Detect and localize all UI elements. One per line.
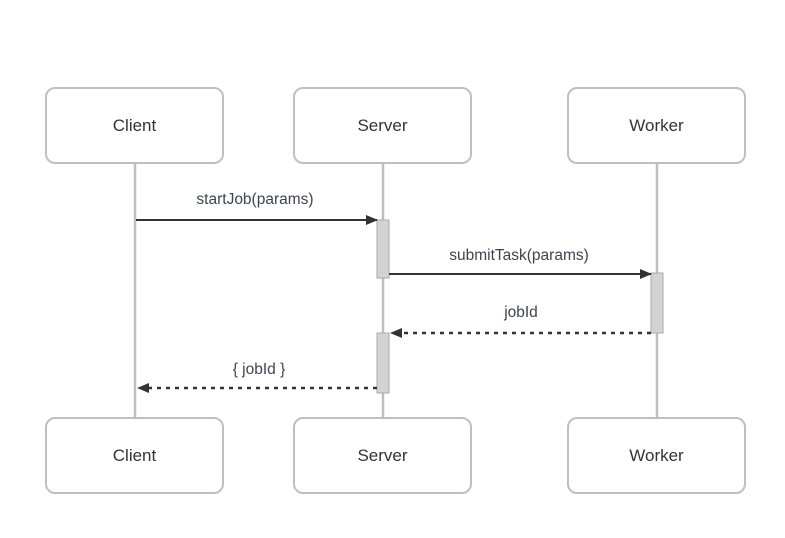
actor-label-server-top: Server	[357, 116, 407, 135]
actor-box-worker-top[interactable]: Worker	[567, 87, 746, 164]
actor-box-client-bottom-rect	[45, 417, 224, 494]
message-arrowhead-job-id-wrapped	[137, 383, 149, 393]
messages-group: startJob(params) submitTask(params) jobI…	[136, 191, 652, 393]
actor-label-worker-top: Worker	[629, 116, 684, 135]
message-job-id-wrapped[interactable]: { jobId }	[137, 361, 377, 393]
message-submit-task[interactable]: submitTask(params)	[389, 247, 652, 279]
actor-label-worker-bottom: Worker	[629, 446, 684, 465]
actor-box-worker-bottom-rect	[567, 417, 746, 494]
actor-boxes-top-group: Client Server Worker	[45, 87, 746, 164]
actor-box-server-top[interactable]: Server	[293, 87, 472, 164]
actor-box-worker-bottom[interactable]: Worker	[567, 417, 746, 494]
actor-box-worker-top-rect	[567, 87, 746, 164]
actor-box-server-bottom[interactable]: Server	[293, 417, 472, 494]
actor-label-client-bottom: Client	[113, 446, 157, 465]
message-label-submit-task: submitTask(params)	[449, 247, 589, 264]
message-label-start-job: startJob(params)	[196, 191, 313, 208]
actor-label-server-bottom: Server	[357, 446, 407, 465]
actor-box-server-top-rect	[293, 87, 472, 164]
message-label-job-id: jobId	[503, 304, 538, 321]
actor-box-client-top[interactable]: Client	[45, 87, 224, 164]
actor-box-client-top-rect	[45, 87, 224, 164]
actor-box-server-bottom-rect	[293, 417, 472, 494]
activation-bar-server-2	[376, 332, 390, 394]
activation-bar-worker-1	[650, 272, 664, 334]
message-arrowhead-job-id	[390, 328, 402, 338]
actor-box-client-bottom[interactable]: Client	[45, 417, 224, 494]
message-start-job[interactable]: startJob(params)	[136, 191, 378, 225]
message-label-job-id-wrapped: { jobId }	[233, 361, 286, 378]
actor-boxes-bottom-group: Client Server Worker	[45, 417, 746, 494]
actor-label-client-top: Client	[113, 116, 157, 135]
message-job-id[interactable]: jobId	[390, 304, 651, 338]
activation-bars-group	[376, 219, 664, 394]
activation-bar-server-1	[376, 219, 390, 279]
